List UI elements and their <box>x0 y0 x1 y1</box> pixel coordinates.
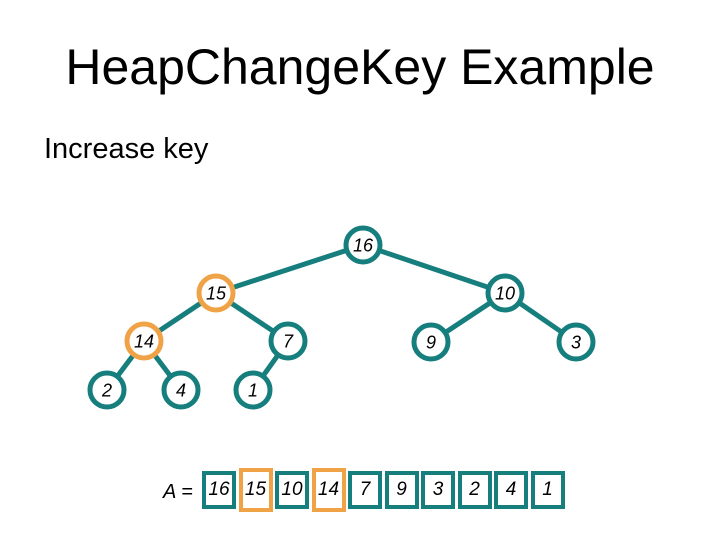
tree-node-16: 16 <box>343 225 383 265</box>
tree-node-circle <box>485 273 525 313</box>
tree-node-label: 14 <box>134 332 154 352</box>
tree-node-14: 14 <box>124 321 164 361</box>
tree-node-label: 9 <box>426 333 436 353</box>
tree-node-10: 10 <box>485 273 525 313</box>
slide-title: HeapChangeKey Example <box>65 39 655 95</box>
tree-node-circle <box>161 370 201 410</box>
tree-node-label: 4 <box>176 381 186 401</box>
tree-node-circle-highlighted <box>124 321 164 361</box>
tree-node-label: 16 <box>353 236 374 256</box>
slide-subtitle: Increase key <box>44 133 209 165</box>
tree-node-circle <box>556 322 596 362</box>
tree-node-label: 7 <box>283 332 294 352</box>
tree-node-label: 2 <box>101 381 112 401</box>
tree-node-circle <box>268 321 308 361</box>
tree-edge-16-15 <box>213 242 366 296</box>
tree-node-label: 10 <box>495 284 515 304</box>
tree-edge-16-10 <box>360 242 508 296</box>
tree-node-label: 1 <box>248 381 258 401</box>
tree-node-circle <box>87 370 127 410</box>
tree-node-circle <box>411 322 451 362</box>
tree-node-1: 1 <box>233 370 273 410</box>
tree-node-7: 7 <box>268 321 308 361</box>
tree-node-9: 9 <box>411 322 451 362</box>
tree-node-3: 3 <box>556 322 596 362</box>
tree-node-2: 2 <box>87 370 127 410</box>
tree-node-circle <box>233 370 273 410</box>
tree-node-circle <box>343 225 383 265</box>
tree-node-circle-highlighted <box>196 273 236 313</box>
tree-node-4: 4 <box>161 370 201 410</box>
tree-node-label: 15 <box>206 284 227 304</box>
tree-node-label: 3 <box>571 333 581 353</box>
tree-node-15: 15 <box>196 273 236 313</box>
